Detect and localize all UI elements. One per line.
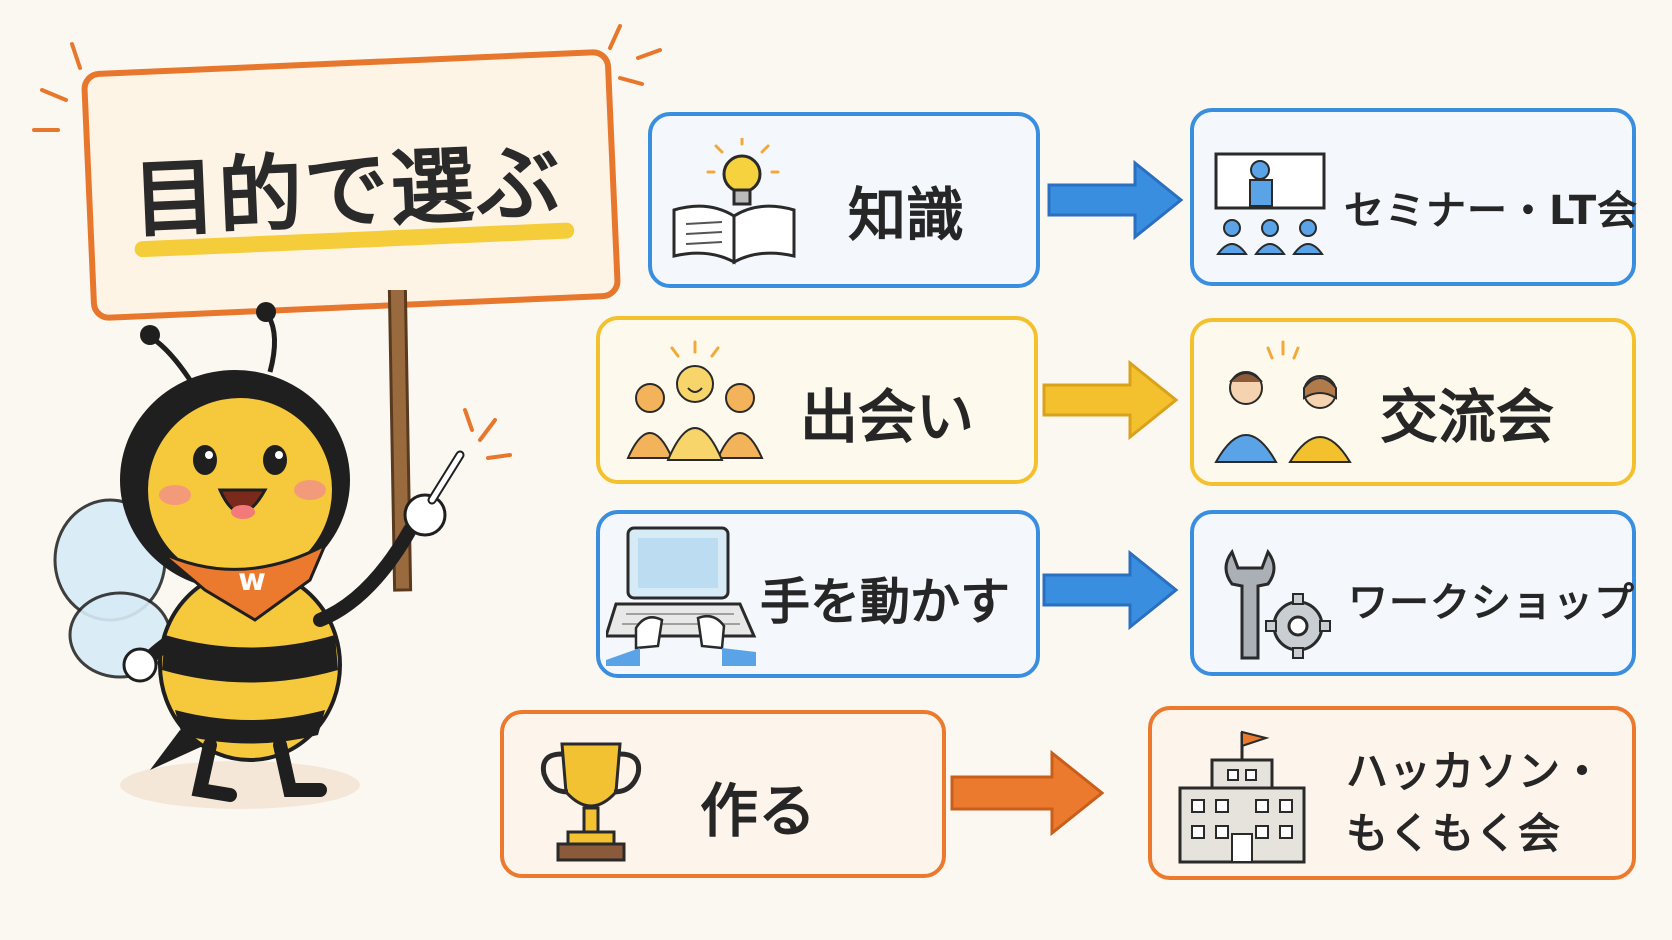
purpose-label: 手を動かす — [760, 573, 1010, 631]
format-label: ワークショップ — [1348, 580, 1635, 626]
two-people-talking-icon — [1214, 340, 1352, 463]
arrow-right-icon — [1042, 359, 1179, 441]
purpose-label: 知識 — [848, 181, 965, 249]
book-lightbulb-icon — [672, 138, 796, 265]
format-label: セミナー・LT会 — [1344, 188, 1639, 234]
purpose-label: 作る — [700, 777, 817, 845]
bee-mascot-icon: w — [53, 290, 512, 809]
laptop-typing-icon — [606, 526, 757, 666]
wrench-gear-icon — [1224, 548, 1331, 660]
building-flag-icon — [1178, 730, 1306, 864]
scarf-badge-letter: w — [238, 563, 266, 598]
format-label-line1: ハッカソン・ — [1346, 747, 1605, 796]
arrow-right-icon — [1047, 159, 1184, 241]
seminar-presenter-icon — [1214, 152, 1326, 255]
sign-sparks-icon — [32, 24, 662, 132]
format-label-line2: もくもく会 — [1346, 809, 1562, 858]
trophy-icon — [540, 742, 642, 862]
arrow-right-icon — [1042, 549, 1179, 631]
people-group-icon — [626, 340, 764, 461]
purpose-box-knowledge — [648, 112, 1040, 288]
format-label: 交流会 — [1380, 383, 1555, 451]
arrow-right-icon — [950, 749, 1105, 837]
title-sign: 目的で選ぶ — [80, 48, 622, 322]
purpose-label: 出会い — [800, 383, 975, 451]
format-box-workshop — [1190, 510, 1636, 676]
